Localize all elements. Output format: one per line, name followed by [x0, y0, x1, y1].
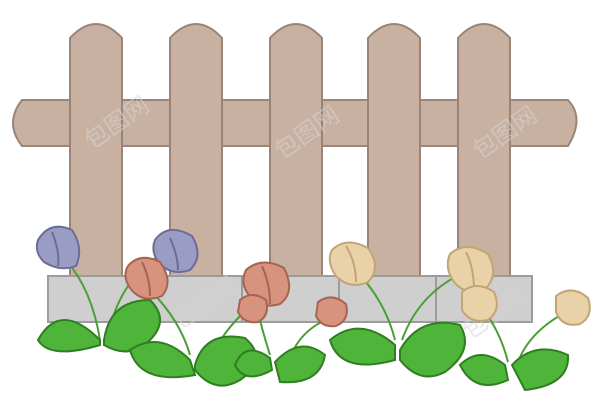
fence-picket: [169, 23, 223, 281]
fence-picket: [367, 23, 421, 281]
fence-picket: [457, 23, 511, 281]
tulip-purple: [152, 229, 199, 273]
tulip-coral: [314, 296, 348, 328]
fence-pickets: [69, 23, 511, 281]
tulips: [35, 225, 591, 328]
leaves: [36, 298, 570, 392]
tulip-cream: [328, 241, 376, 286]
fence-picket: [69, 23, 123, 281]
tulip-coral: [124, 256, 169, 300]
tulip-purple: [35, 225, 81, 270]
tulip-cream: [555, 289, 591, 326]
tulip-coral: [236, 294, 268, 324]
fence-picket: [269, 23, 323, 281]
tulip-cream: [461, 285, 498, 322]
